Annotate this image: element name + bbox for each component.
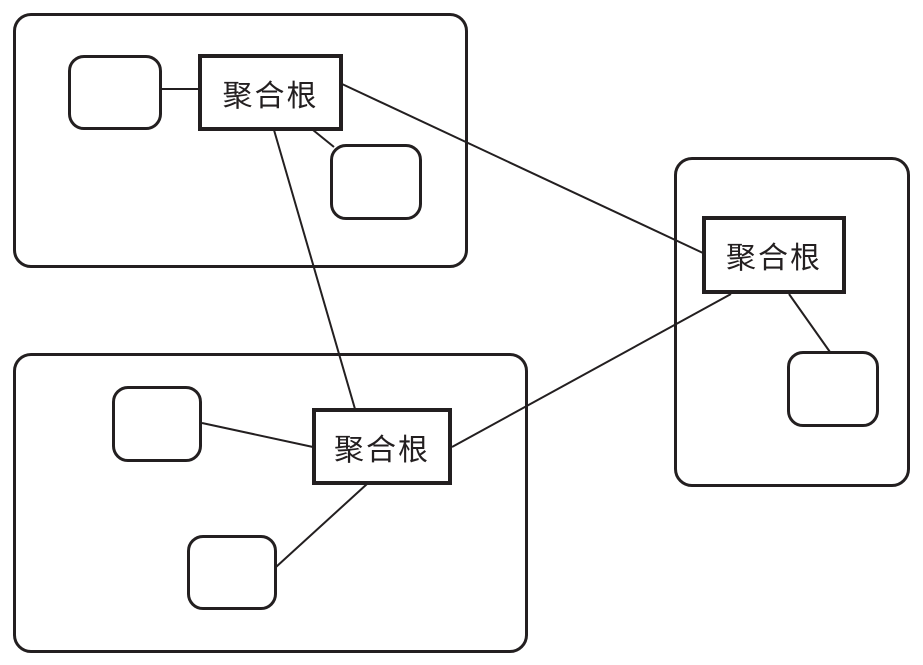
connector-b-root-to-c-root bbox=[451, 293, 732, 448]
aggregate-boundary-right bbox=[674, 157, 910, 487]
connector-a-root-to-b-root bbox=[273, 129, 356, 410]
aggregate-root-box-right: 聚合根 bbox=[702, 216, 846, 294]
connector-b-root-to-b-entity2 bbox=[275, 483, 368, 568]
connector-a-root-to-c-root bbox=[341, 83, 704, 254]
aggregate-root-box-top-left: 聚合根 bbox=[198, 54, 343, 131]
aggregate-root-label: 聚合根 bbox=[334, 433, 430, 467]
entity-box-top-left-2 bbox=[330, 144, 422, 220]
entity-box-bottom-left-1 bbox=[112, 386, 202, 462]
aggregate-root-box-bottom-left: 聚合根 bbox=[312, 408, 452, 485]
entity-box-top-left-1 bbox=[68, 55, 162, 130]
aggregate-root-label: 聚合根 bbox=[222, 79, 319, 113]
connector-c-root-to-c-entity1 bbox=[788, 293, 831, 353]
connector-b-entity1-to-b-root bbox=[201, 422, 314, 448]
entity-box-right-1 bbox=[787, 351, 879, 427]
connector-a-root-to-a-entity2 bbox=[312, 129, 335, 148]
entity-box-bottom-left-2 bbox=[187, 535, 277, 610]
aggregate-root-label: 聚合根 bbox=[726, 242, 822, 275]
